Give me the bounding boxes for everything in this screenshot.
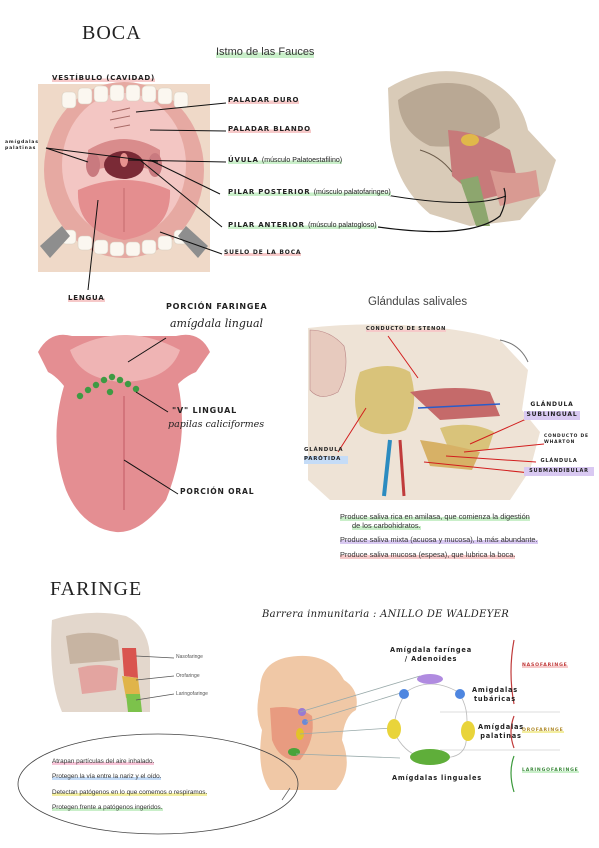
waldeyer-ring-diagram [387,639,560,793]
gland-note-1: Produce saliva rica en amilasa, que comi… [340,512,530,521]
tongue-illustration [38,334,210,533]
function-2: Protegen la vía entre la nariz y el oído… [52,773,162,780]
amigdala-lingual-label: amígdala lingual [170,317,264,330]
papilas-caliciformes-dots [76,373,140,400]
boca-title: BOCA [82,22,142,44]
function-4: Protegen frente a patógenos ingeridos. [52,804,163,811]
pilar-anterior-text: PILAR ANTERIOR [228,221,305,229]
pilar-posterior-label: PILAR POSTERIOR (músculo palatofaringeo) [228,188,391,196]
porcion-faringea-label: PORCIÓN FARINGEA [166,302,268,311]
function-1: Atrapan partículas del aire inhalado. [52,758,155,765]
tongue-leader-lines [123,337,179,495]
istmo-label: Istmo de las Fauces [216,46,315,58]
laringofaringe-label: Laringofaringe [176,691,208,697]
suelo-label: SUELO DE LA BOCA [224,249,302,256]
region-naso: NASOFARINGE [522,663,568,668]
mouth-leader-lines [45,102,227,291]
gland-note-1b: de los carbohidratos. [352,521,421,530]
paladar-duro-label: PALADAR DURO [228,96,300,104]
uvula-text: ÚVULA [228,156,259,164]
submandibular-label: GLÁNDULA SUBMANDIBULAR [524,456,594,476]
waldeyer-title: Barrera inmunitaria : ANILLO DE WALDEYER [262,609,510,620]
conducto-stenon-label: CONDUCTO DE STENON [366,326,447,332]
palatinas-label: Amígdalas palatinas [478,723,524,740]
parotida-label: GLÁNDULA PARÓTIDA [304,446,348,464]
gland-note-3: Produce saliva mucosa (espesa), que lubr… [340,550,516,559]
v-lingual-label: "V" LINGUAL [172,406,237,415]
lengua-label: LENGUA [68,294,105,302]
pilar-posterior-text: PILAR POSTERIOR [228,188,311,196]
functions-ellipse [17,733,299,835]
gland-note-2: Produce saliva mixta (acuosa y mucosa), … [340,535,538,544]
pharynx-illustration [51,612,150,712]
pilar-anterior-label: PILAR ANTERIOR (músculo palatogloso) [228,221,377,229]
tubaricas-label: Amigdalas tubáricas [472,686,518,703]
uvula-note: (músculo Palatoestafilino) [261,157,343,164]
function-3: Detectan patógenos en lo que comemos o r… [52,789,208,796]
amigdalas-palatinas-label: amígdalas palatinas [5,140,39,151]
linguales-label: Amígdalas linguales [392,774,482,782]
nasofaringe-label: Nasofaringe [176,654,203,660]
papilas-label: papilas caliciformes [168,419,265,430]
region-laringo: LARINGOFARINGE [522,768,579,773]
paladar-blando-label: PALADAR BLANDO [228,125,311,133]
region-oro: OROFARINGE [522,728,564,733]
conducto-wharton-label: CONDUCTO DE WHARTON [544,434,589,445]
waldeyer-illustration [257,655,357,790]
salivary-glands-illustration [308,324,540,500]
glandulas-title: Glándulas salivales [368,296,468,308]
head-sagittal-illustration [388,71,556,226]
faringea-label: Amígdala faríngea / Adenoides [390,646,472,663]
faringe-title: FARINGE [50,578,143,600]
vestibulo-label: VESTÍBULO (CAVIDAD) [52,74,155,82]
sublingual-label: GLÁNDULA SUBLINGUAL [524,400,580,420]
uvula-label: ÚVULA (músculo Palatoestafilino) [228,156,343,164]
pilar-posterior-note: (músculo palatofaringeo) [313,189,391,196]
porcion-oral-label: PORCIÓN ORAL [180,487,255,496]
orofaringe-label: Orofaringe [176,673,200,679]
mouth-illustration [38,82,210,272]
pilar-anterior-note: (músculo palatogloso) [308,222,377,229]
